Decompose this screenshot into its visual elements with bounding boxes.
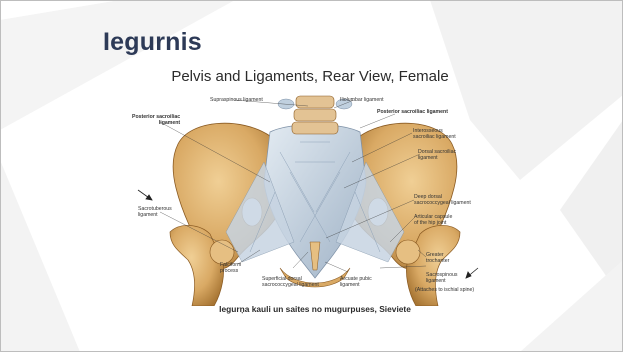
label-articular-capsule: Articular capsule of the hip joint	[414, 214, 452, 226]
label-superficial-dorsal-sacrococcygeal: Superficial dorsal sacrococcygeal ligame…	[262, 276, 319, 288]
label-interosseous-sacroiliac: Interosseous sacroiliac ligament	[413, 128, 456, 140]
pelvis-illustration: Supraspinous ligament Iliolumbar ligamen…	[130, 92, 500, 306]
label-arcuate-pubic: Arcuate pubic ligament	[340, 276, 372, 288]
label-dorsal-sacroiliac: Dorsal sacroiliac ligament	[418, 149, 456, 161]
slide-title: Iegurnis	[103, 28, 202, 57]
label-attaches-ischial-spine: (Attaches to ischial spine)	[415, 287, 474, 293]
label-sacrotuberous: Sacrotuberous ligament	[138, 206, 172, 218]
label-supraspinous-ligament: Supraspinous ligament	[210, 97, 263, 103]
label-deep-dorsal-sacrococcygeal: Deep dorsal sacrococcygeal ligament	[414, 194, 471, 206]
label-greater-trochanter: Greater trochanter	[426, 252, 449, 264]
figure-title: Pelvis and Ligaments, Rear View, Female	[140, 68, 480, 85]
label-falciform-process: Falciform process	[220, 262, 241, 274]
label-sacrospinous: Sacrospinous ligament	[426, 272, 457, 284]
label-posterior-sacroiliac-left: Posterior sacroiliac ligament	[132, 114, 180, 126]
figure-caption: Iegurņa kauli un saites no mugurpuses, S…	[130, 304, 500, 314]
label-posterior-sacroiliac-right: Posterior sacroiliac ligament	[377, 109, 448, 115]
label-iliolumbar-ligament: Iliolumbar ligament	[340, 97, 384, 103]
